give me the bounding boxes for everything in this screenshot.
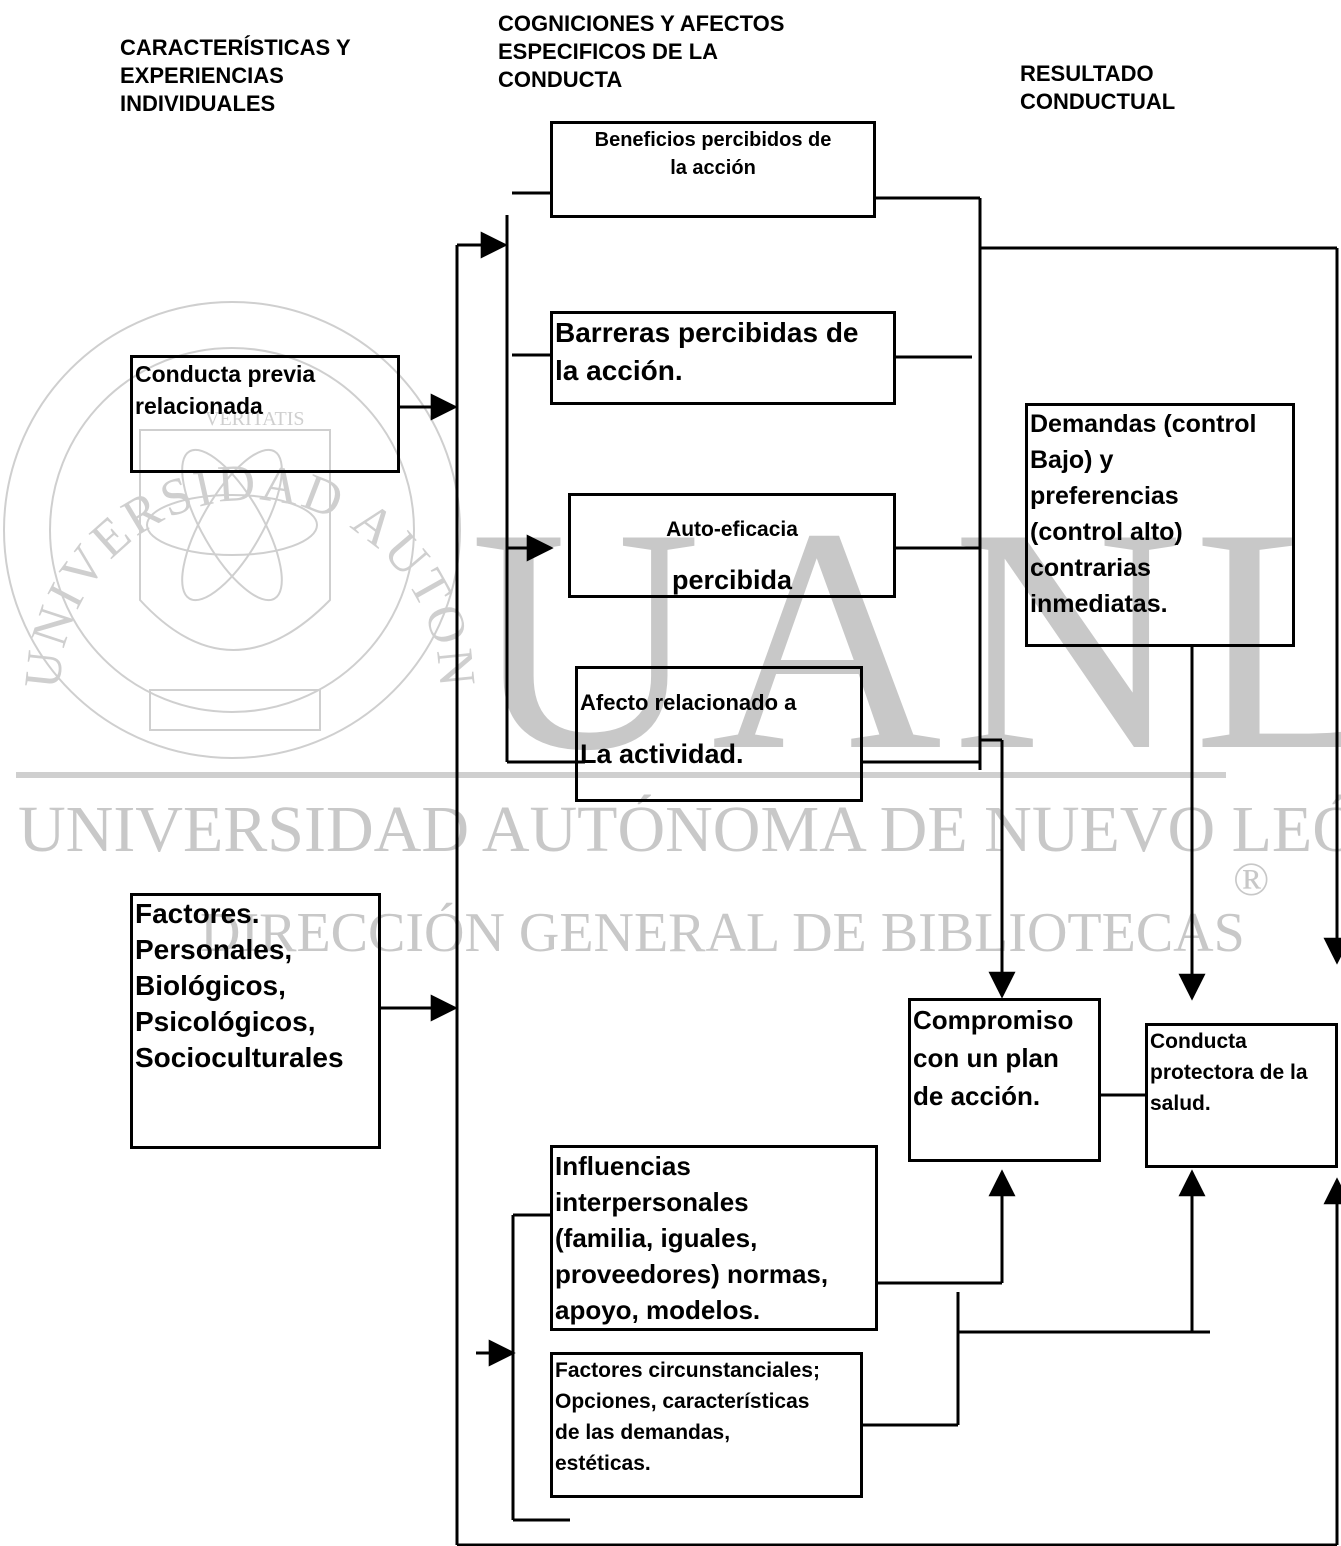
afecto-line1: Afecto relacionado a [580, 690, 797, 715]
box-barreras: Barreras percibidas de la acción. [550, 311, 896, 405]
watermark-registered: ® [1233, 853, 1270, 906]
header-cogniciones: COGNICIONES Y AFECTOS ESPECIFICOS DE LA … [498, 11, 785, 92]
watermark-motto: VERITATIS [205, 408, 305, 430]
autoeficacia-line1: Auto-eficacia [666, 518, 798, 541]
watermark-direccion: DIRECCIÓN GENERAL DE BIBLIOTECAS [200, 902, 1245, 964]
watermark-university: UNIVERSIDAD AUTÓNOMA DE NUEVO LEÓN [18, 793, 1341, 866]
box-factores-personales: Factores. Personales, Biológicos, Psicol… [130, 893, 381, 1149]
box-beneficios: Beneficios percibidos de la acción [550, 121, 876, 218]
box-circunstanciales: Factores circunstanciales; Opciones, car… [550, 1352, 863, 1498]
box-afecto: Afecto relacionado a La actividad. [575, 666, 863, 802]
autoeficacia-line2: percibida [671, 565, 793, 595]
afecto-line2: La actividad. [580, 739, 744, 769]
box-conducta-previa: Conducta previa relacionada [130, 355, 400, 473]
box-compromiso: Compromiso con un plan de acción. [908, 998, 1101, 1162]
box-demandas: Demandas (control Bajo) y preferencias (… [1025, 403, 1295, 647]
header-resultado: RESULTADO CONDUCTUAL [1020, 61, 1176, 114]
header-caracteristicas: CARACTERÍSTICAS Y EXPERIENCIAS INDIVIDUA… [120, 35, 351, 116]
box-conducta-protectora: Conducta protectora de la salud. [1145, 1023, 1338, 1168]
box-influencias: Influencias interpersonales (familia, ig… [550, 1145, 878, 1331]
watermark-divider [16, 772, 1226, 778]
watermark-uanl: UANL [470, 463, 1341, 817]
box-autoeficacia: Auto-eficacia percibida [568, 493, 896, 598]
